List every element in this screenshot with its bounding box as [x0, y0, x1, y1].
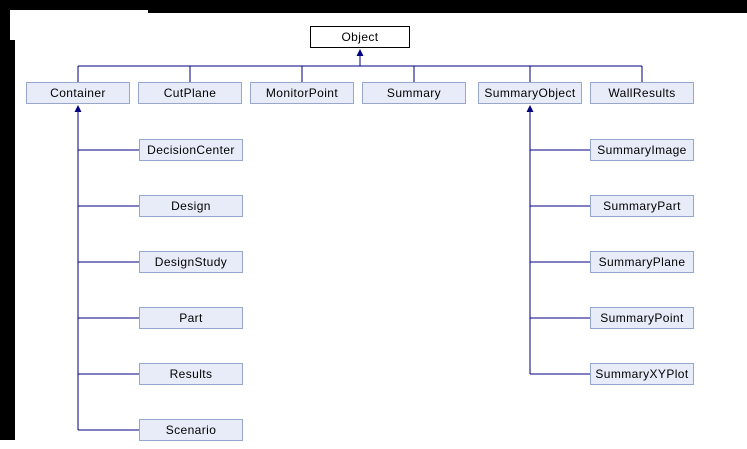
class-node-designstudy[interactable]: DesignStudy [139, 251, 243, 273]
class-node-summary[interactable]: Summary [362, 82, 466, 104]
class-node-summaryimage[interactable]: SummaryImage [590, 139, 694, 161]
class-node-wallresults[interactable]: WallResults [590, 82, 694, 104]
screen-capture-artifact [148, 0, 747, 13]
class-node-design[interactable]: Design [139, 195, 243, 217]
inheritance-arrow-up-icon [356, 49, 364, 56]
class-node-summarypoint[interactable]: SummaryPoint [590, 307, 694, 329]
inheritance-arrow-up-icon [526, 105, 534, 112]
screen-capture-artifact [0, 40, 15, 440]
class-node-object: Object [310, 26, 410, 48]
screen-capture-artifact [0, 0, 148, 10]
class-node-summaryxyplot[interactable]: SummaryXYPlot [590, 363, 694, 385]
class-node-cutplane[interactable]: CutPlane [138, 82, 242, 104]
class-node-container[interactable]: Container [26, 82, 130, 104]
class-node-decisioncenter[interactable]: DecisionCenter [139, 139, 243, 161]
class-node-scenario[interactable]: Scenario [139, 419, 243, 441]
class-node-summarypart[interactable]: SummaryPart [590, 195, 694, 217]
class-node-summaryobject[interactable]: SummaryObject [478, 82, 582, 104]
class-node-results[interactable]: Results [139, 363, 243, 385]
class-node-summaryplane[interactable]: SummaryPlane [590, 251, 694, 273]
inheritance-arrow-up-icon [74, 105, 82, 112]
screen-capture-artifact [0, 10, 10, 40]
class-node-monitorpoint[interactable]: MonitorPoint [250, 82, 354, 104]
class-node-part[interactable]: Part [139, 307, 243, 329]
